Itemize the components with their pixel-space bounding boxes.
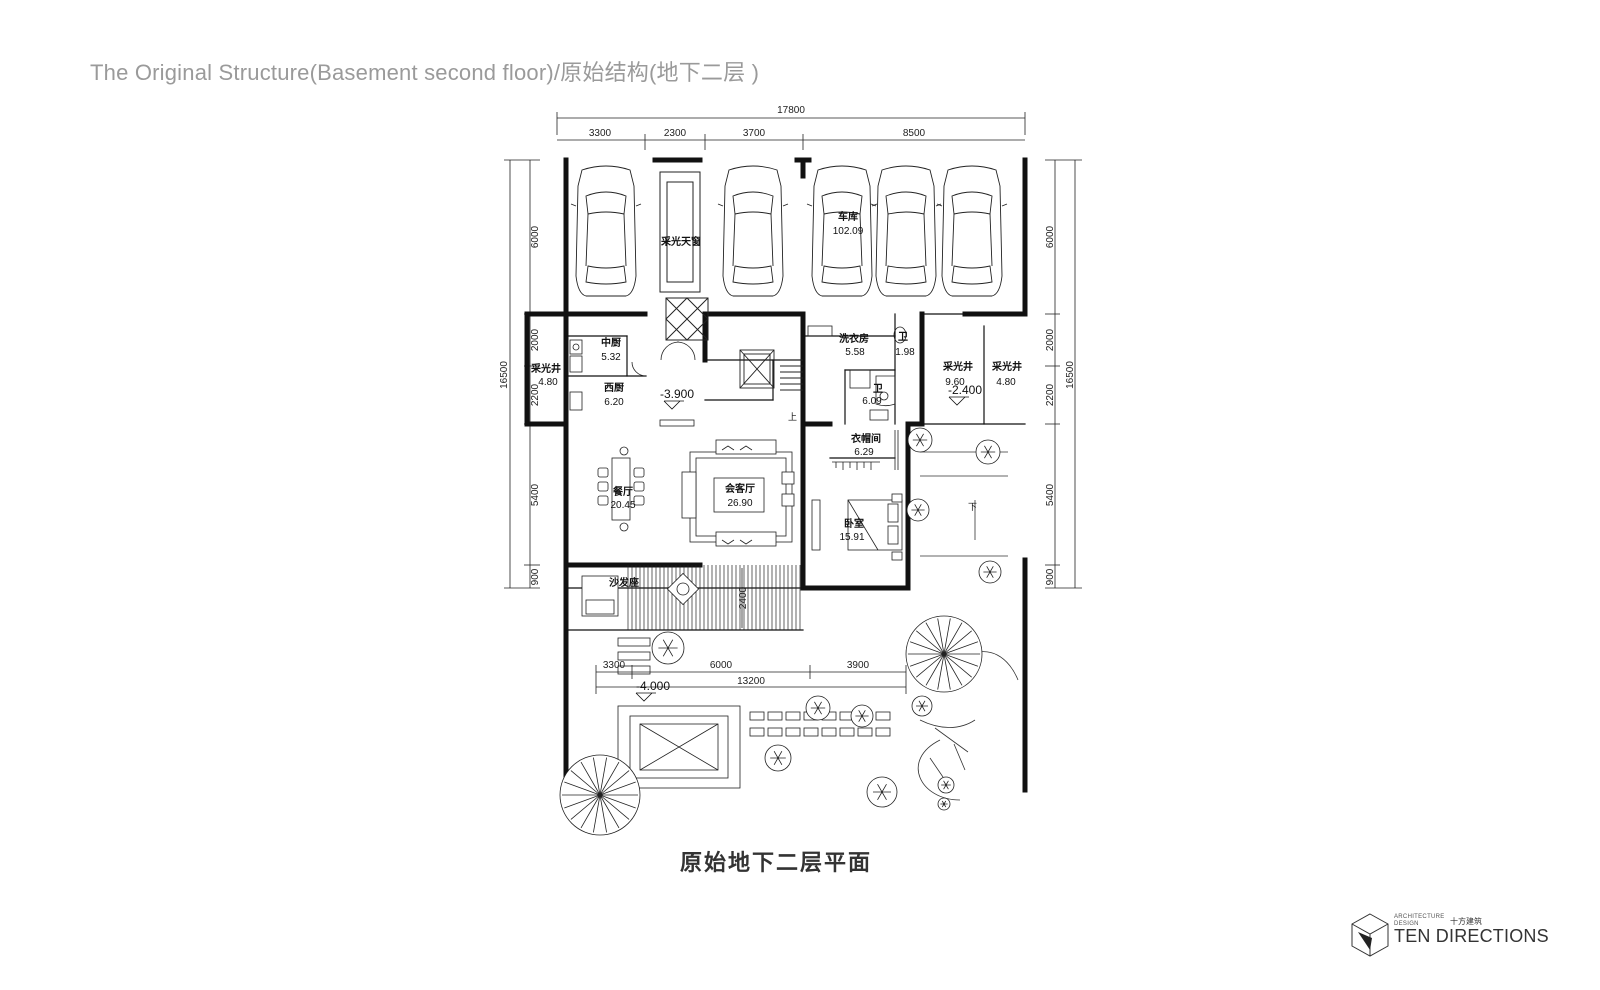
car-icon bbox=[570, 165, 642, 297]
trees bbox=[559, 427, 1002, 836]
car-icon bbox=[717, 165, 789, 297]
stair-core bbox=[739, 349, 803, 391]
dim-left-seg: 6000 bbox=[530, 225, 541, 248]
room-sofa-seat-name: 沙发座 bbox=[609, 576, 639, 589]
room-light-well-mid-name: 采光井 bbox=[942, 360, 973, 373]
dim-left-seg: 900 bbox=[530, 568, 541, 585]
dim-top-seg: 2300 bbox=[664, 128, 687, 139]
dim-top-total: 17800 bbox=[777, 105, 805, 116]
level-garden: -4.000 bbox=[636, 679, 670, 693]
room-kitchen-western-name: 西厨 bbox=[604, 382, 624, 394]
dim-top-seg: 3700 bbox=[743, 128, 766, 139]
room-living-area: 26.90 bbox=[727, 498, 752, 509]
room-living-name: 会客厅 bbox=[725, 482, 755, 495]
bath-fixtures bbox=[807, 325, 907, 421]
skylight bbox=[659, 171, 709, 341]
dim-left-seg: 5400 bbox=[530, 483, 541, 506]
tree-icon bbox=[906, 498, 930, 522]
room-wardrobe-area: 6.29 bbox=[854, 447, 874, 458]
tree-icon bbox=[866, 776, 898, 808]
brand-cn-name: 十方建筑 bbox=[1450, 917, 1482, 926]
room-bedroom-name: 卧室 bbox=[844, 517, 864, 530]
dining-table bbox=[597, 446, 645, 532]
dim-bottom-total: 13200 bbox=[737, 676, 765, 687]
doors bbox=[631, 341, 696, 377]
cube-logo-icon bbox=[1351, 913, 1389, 957]
garden-paving bbox=[617, 637, 891, 789]
room-wc-small-area: 1.98 bbox=[895, 347, 915, 358]
room-skylight-name: 采光天窗 bbox=[660, 235, 701, 248]
tree-icon bbox=[805, 695, 831, 721]
tree-icon bbox=[850, 704, 874, 728]
room-kitchen-chinese-name: 中厨 bbox=[601, 336, 621, 349]
room-light-well-left-area: 4.80 bbox=[538, 377, 558, 388]
level-light-well: -2.400 bbox=[948, 383, 982, 397]
garage-cars bbox=[570, 165, 1008, 297]
tree-icon bbox=[937, 776, 955, 794]
room-wc-small-name: 卫 bbox=[898, 331, 908, 343]
dim-right-seg: 6000 bbox=[1045, 225, 1056, 248]
room-bath-area: 6.09 bbox=[862, 396, 882, 407]
brand-name: TEN DIRECTIONS bbox=[1394, 926, 1549, 946]
level-interior: -3.900 bbox=[660, 387, 694, 401]
room-light-well-mid-area: 9.60 bbox=[945, 377, 965, 388]
terrace bbox=[627, 565, 801, 630]
room-kitchen-chinese-area: 5.32 bbox=[601, 352, 621, 363]
room-garage-name: 车库 bbox=[838, 210, 858, 223]
dim-left-seg: 2000 bbox=[530, 328, 541, 351]
tree-icon bbox=[975, 439, 1001, 465]
bedroom-furniture bbox=[811, 493, 903, 561]
dim-terrace-depth: 2400 bbox=[738, 586, 749, 609]
brand-logo: ARCHITECTURE DESIGN 十方建筑 TEN DIRECTIONS bbox=[1350, 908, 1560, 968]
room-light-well-right-name: 采光井 bbox=[991, 360, 1022, 373]
level-markers bbox=[635, 396, 969, 702]
dim-bottom-seg: 3900 bbox=[847, 660, 870, 671]
stair-up-label: 上 bbox=[788, 412, 797, 422]
room-garage-area: 102.09 bbox=[833, 226, 864, 237]
plan-caption: 原始地下二层平面 bbox=[680, 850, 873, 876]
tree-icon bbox=[559, 754, 641, 836]
tree-icon bbox=[764, 744, 792, 772]
room-dining-name: 餐厅 bbox=[612, 485, 633, 498]
car-icon bbox=[870, 165, 942, 297]
stair-down-label: 下 bbox=[968, 502, 977, 512]
dim-right-seg: 2000 bbox=[1045, 328, 1056, 351]
tree-icon bbox=[907, 427, 933, 453]
room-bath-name: 卫 bbox=[873, 383, 883, 395]
room-wardrobe-name: 衣帽间 bbox=[851, 432, 881, 445]
room-light-well-left-name: 采光井 bbox=[530, 362, 561, 375]
dim-top-seg: 3300 bbox=[589, 128, 612, 139]
dim-bottom-seg: 3300 bbox=[603, 660, 626, 671]
dim-right-seg: 900 bbox=[1045, 568, 1056, 585]
dim-right-total: 16500 bbox=[1065, 361, 1076, 389]
sofa-seat-furniture bbox=[581, 572, 700, 617]
dim-right-seg: 5400 bbox=[1045, 483, 1056, 506]
living-furniture bbox=[681, 439, 795, 547]
dim-left-total: 16500 bbox=[499, 361, 510, 389]
tree-icon bbox=[905, 615, 983, 693]
wardrobe bbox=[832, 430, 899, 470]
room-light-well-right-area: 4.80 bbox=[996, 377, 1016, 388]
room-laundry-name: 洗衣房 bbox=[839, 332, 869, 345]
room-dining-area: 20.45 bbox=[610, 500, 635, 511]
car-icon bbox=[806, 165, 878, 297]
room-laundry-area: 5.58 bbox=[845, 347, 865, 358]
dim-bottom-seg: 6000 bbox=[710, 660, 733, 671]
tree-icon bbox=[911, 695, 933, 717]
car-icon bbox=[936, 165, 1008, 297]
brand-tagline: ARCHITECTURE DESIGN bbox=[1394, 914, 1445, 927]
tree-icon bbox=[937, 797, 951, 811]
kitchen-fixtures bbox=[569, 339, 695, 427]
page-title: The Original Structure(Basement second f… bbox=[90, 60, 760, 85]
room-kitchen-western-area: 6.20 bbox=[604, 397, 624, 408]
tree-icon bbox=[651, 631, 685, 665]
tree-icon bbox=[978, 560, 1002, 584]
dim-right-seg: 2200 bbox=[1045, 383, 1056, 406]
dim-top-seg: 8500 bbox=[903, 128, 926, 139]
dim-left-seg: 2200 bbox=[530, 383, 541, 406]
room-bedroom-area: 15.91 bbox=[839, 532, 864, 543]
dimension-lines bbox=[504, 112, 1082, 694]
